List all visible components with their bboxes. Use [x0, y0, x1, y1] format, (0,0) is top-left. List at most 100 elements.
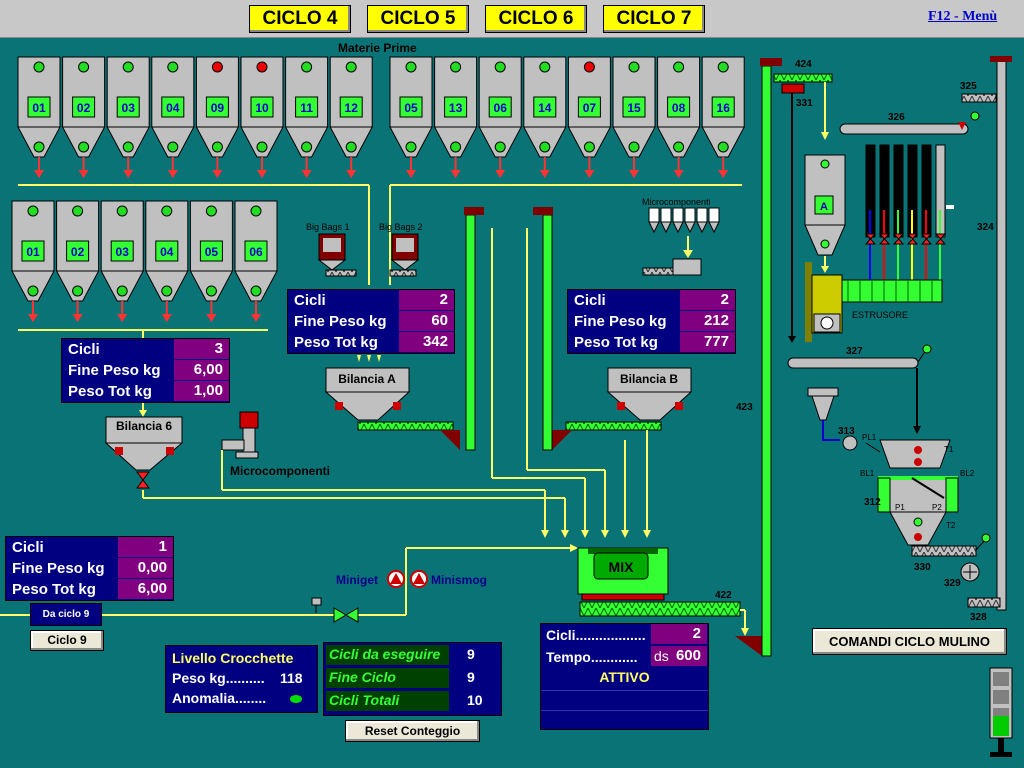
micro-doser [684, 207, 696, 223]
silo-top-left-01[interactable]: 01 [17, 56, 61, 178]
silo-mid-05[interactable]: 05 [189, 200, 234, 322]
cicli-value: 2 [399, 290, 454, 310]
silo-status-light [161, 205, 173, 217]
tempo-label: Tempo............ [546, 649, 638, 665]
peso-tot-label: Peso Tot kg [574, 334, 658, 351]
mixer[interactable]: MIX 422 [577, 547, 749, 636]
totali-value: 10 [467, 692, 483, 708]
silo-top-right-06[interactable]: 06 [478, 56, 523, 178]
row-bg [326, 691, 449, 711]
panel-livello-crocchette: Livello Crocchette Peso kg.......... 118… [165, 645, 318, 713]
label-p2: P2 [932, 503, 942, 512]
fine-peso-value: 212 [680, 311, 735, 331]
label-330: 330 [914, 562, 931, 573]
silo-number: 08 [672, 101, 686, 115]
fine-peso-label: Fine Peso kg [574, 313, 667, 330]
peso-tot-label: Peso Tot kg [12, 581, 96, 598]
panel-mix: Cicli.................. 2 Tempo.........… [540, 623, 709, 730]
silo-top-right-08[interactable]: 08 [656, 56, 701, 178]
silo-number: 11 [300, 101, 313, 115]
silo-top-right-13[interactable]: 13 [433, 56, 478, 178]
micro-doser [708, 207, 720, 223]
silo-status-light [256, 61, 268, 73]
silo-top-left-02[interactable]: 02 [61, 56, 106, 178]
silo-status-light [211, 61, 223, 73]
ciclo-9-button[interactable]: Ciclo 9 [30, 630, 104, 651]
silo-status-light [717, 61, 729, 73]
cicli-value: 2 [651, 624, 707, 644]
silo-mid-02[interactable]: 02 [55, 200, 100, 322]
silo-status-light [405, 61, 417, 73]
minismog-label: Minismog [431, 573, 487, 587]
fine-peso-label: Fine Peso kg [12, 560, 105, 577]
silo-number: 06 [494, 101, 508, 115]
silo-mid-04[interactable]: 04 [144, 200, 189, 322]
silo-top-right-05[interactable]: 05 [389, 56, 433, 178]
silo-top-right-07[interactable]: 07 [567, 56, 612, 178]
silo-number: 10 [255, 101, 269, 115]
silo-top-left-04[interactable]: 04 [150, 56, 195, 178]
silo-number: 12 [345, 101, 359, 115]
silo-number: 03 [116, 245, 130, 259]
silo-number: 05 [205, 245, 219, 259]
silo-number: 07 [583, 101, 597, 115]
mix-status: ATTIVO [599, 669, 650, 685]
silo-top-left-03[interactable]: 03 [106, 56, 151, 178]
big-bags-2-label: Big Bags 2 [379, 222, 423, 232]
silo-top-left-12[interactable]: 12 [329, 56, 374, 178]
label-313: 313 [838, 426, 855, 437]
cicli-label: Cicli [12, 539, 44, 556]
ciclo-4-button[interactable]: CICLO 4 [249, 5, 351, 33]
ciclo-5-button[interactable]: CICLO 5 [367, 5, 469, 33]
top-toolbar: CICLO 4 CICLO 5 CICLO 6 CICLO 7 F12 - Me… [0, 0, 1024, 38]
silo-top-right-14[interactable]: 14 [522, 56, 567, 178]
big-bags-2: Big Bags 2 [379, 222, 423, 277]
silo-status-light [673, 61, 685, 73]
silo-mid-03[interactable]: 03 [100, 200, 145, 322]
label-p1: P1 [895, 503, 905, 512]
ciclo-7-button[interactable]: CICLO 7 [603, 5, 705, 33]
silo-top-left-10[interactable]: 10 [240, 56, 284, 178]
silo-status-light [72, 205, 84, 217]
anomalia-indicator [290, 695, 302, 703]
label-327: 327 [846, 346, 863, 357]
silo-status-light [539, 61, 551, 73]
anomalia-label: Anomalia........ [172, 690, 267, 706]
silo-number: 09 [211, 101, 225, 115]
peso-tot-value: 342 [399, 332, 454, 352]
ciclo-6-button[interactable]: CICLO 6 [485, 5, 587, 33]
label-331: 331 [796, 98, 813, 109]
bilancia-6-label: Bilancia 6 [116, 419, 172, 433]
silo-top-left-09[interactable]: 09 [195, 56, 240, 178]
reset-conteggio-button[interactable]: Reset Conteggio [345, 720, 480, 742]
silo-mid-01[interactable]: 01 [11, 200, 55, 322]
da-ciclo-9-label: Da ciclo 9 [30, 603, 102, 626]
silo-mid-06[interactable]: 06 [234, 200, 278, 322]
label-bl2: BL2 [960, 469, 975, 478]
peso-tot-value: 6,00 [118, 579, 173, 599]
microcomponenti-dosers: Microcomponenti [642, 197, 720, 276]
silo-top-left-11[interactable]: 11 [284, 56, 329, 178]
estrusore-label: ESTRUSORE [852, 310, 908, 320]
silo-status-light [78, 61, 90, 73]
cicli-label: Cicli [574, 292, 606, 309]
cicli-value: 3 [174, 339, 229, 359]
silo-top-right-15[interactable]: 15 [612, 56, 656, 178]
cicli-label: Cicli [68, 341, 100, 358]
silo-top-right-16[interactable]: 16 [701, 56, 746, 178]
label-326: 326 [888, 112, 905, 123]
cicli-value: 1 [118, 537, 173, 557]
peso-tot-value: 777 [680, 332, 735, 352]
micro-doser [648, 207, 660, 223]
peso-label: Peso kg.......... [172, 670, 265, 686]
silo-number: 16 [717, 101, 731, 115]
silo-status-light [301, 61, 313, 73]
label-bl1: BL1 [860, 469, 875, 478]
peso-tot-label: Peso Tot kg [294, 334, 378, 351]
bilancia-a: Bilancia A [324, 207, 589, 538]
comandi-ciclo-mulino-button[interactable]: COMANDI CICLO MULINO [812, 628, 1007, 655]
menu-link[interactable]: F12 - Menù [928, 9, 998, 24]
